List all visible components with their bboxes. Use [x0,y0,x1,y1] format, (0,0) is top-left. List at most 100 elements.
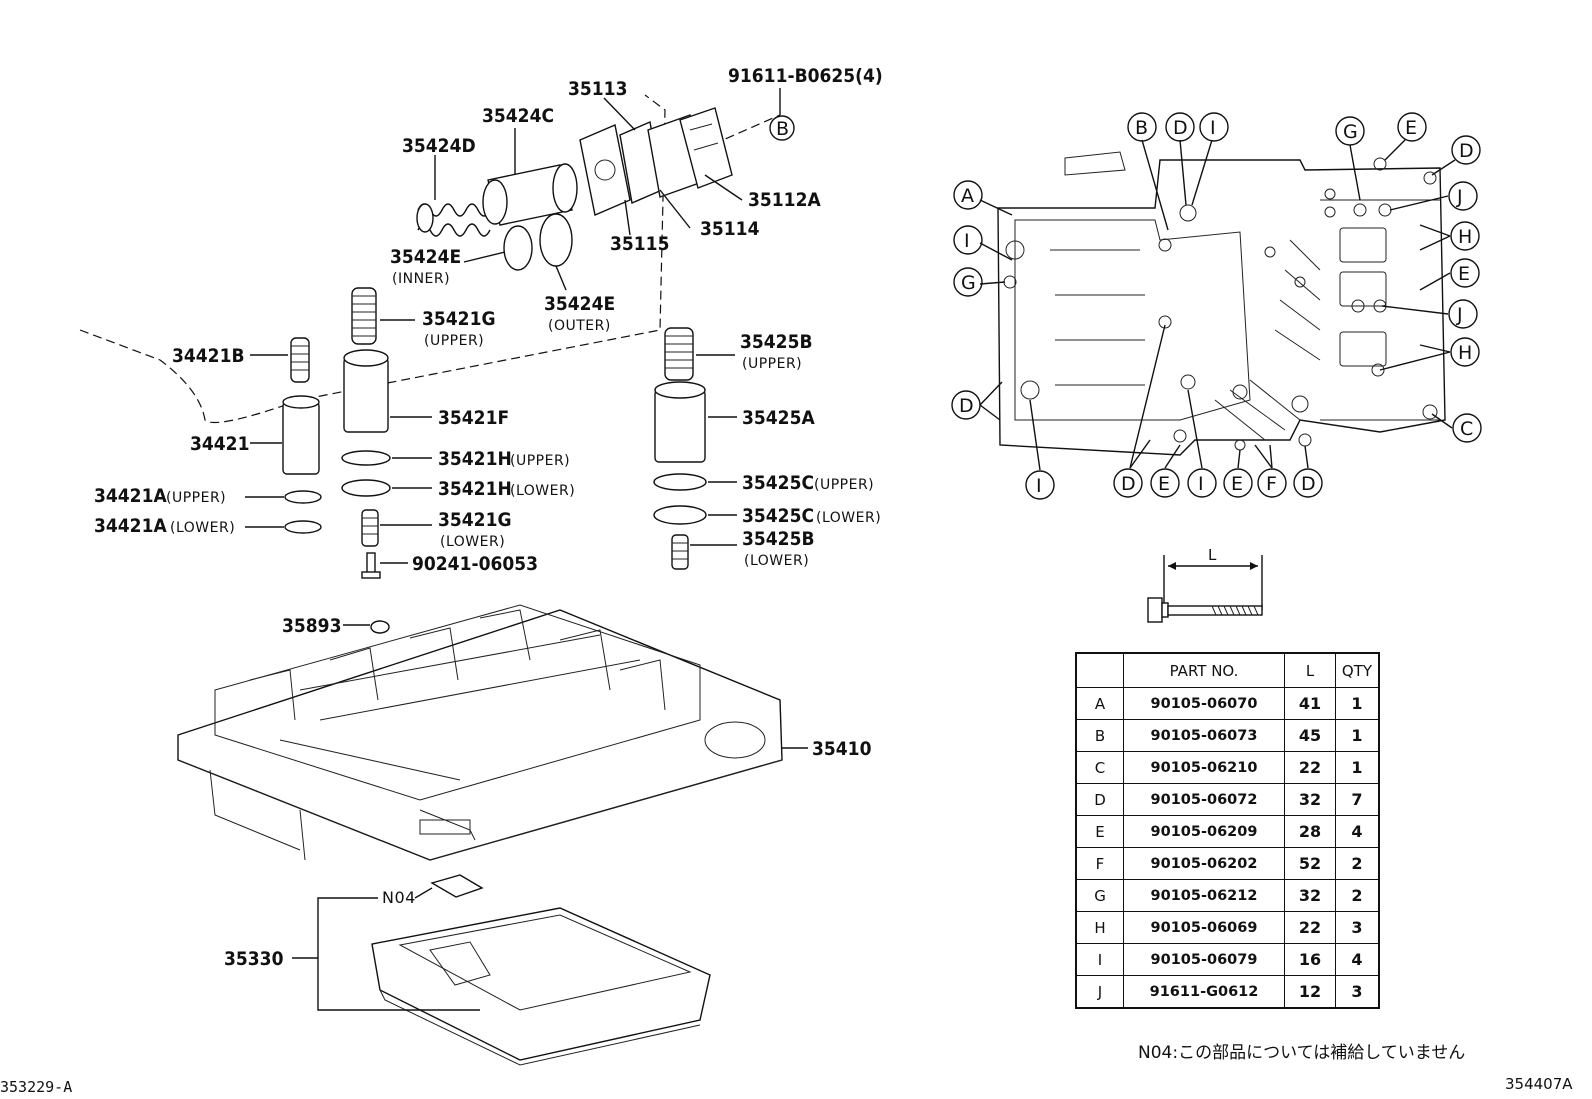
o-ring-35421h-upper [341,450,391,466]
label-35425c-upper: 35425C [742,472,814,494]
row-key: I [1075,943,1124,976]
label-35425a: 35425A [742,407,815,429]
svg-text:G: G [961,272,976,294]
row-qty: 2 [1335,847,1380,880]
label-35424e-outer-sub: (OUTER) [548,318,611,334]
label-34421a-upper: 34421A [94,485,167,507]
label-35425b-upper-sub: (UPPER) [742,356,802,372]
callout-right-col: J H E J H C [1448,181,1482,443]
label-35424c: 35424C [482,105,554,127]
row-qty: 4 [1335,943,1380,976]
header-qty: QTY [1335,652,1380,688]
bolt-90241-06053 [361,552,381,579]
header-key [1075,652,1124,688]
row-length: 52 [1284,847,1336,880]
row-part-no: 90105-06073 [1123,719,1285,752]
label-35425b-lower-sub: (LOWER) [744,553,809,569]
row-part-no: 91611-G0612 [1123,975,1285,1009]
label-35421g-lower: 35421G [438,509,512,531]
label-35424e-inner-sub: (INNER) [392,271,450,287]
label-35424d: 35424D [402,135,476,157]
label-35421h-upper: 35421H [438,448,512,470]
label-34421a-upper-sub: (UPPER) [166,490,226,506]
label-35425b-lower: 35425B [742,528,815,550]
sleeve-35425a [654,381,706,463]
label-35424e-outer: 35424E [544,293,615,315]
row-length: 41 [1284,687,1336,720]
bolt-dimension-sketch [1147,555,1263,623]
header-part-no: PART NO. [1123,652,1285,688]
label-35330: 35330 [224,948,284,970]
svg-text:I: I [1210,117,1216,139]
row-part-no: 90105-06209 [1123,815,1285,848]
svg-text:E: E [1158,473,1170,495]
valve-body-35410 [177,604,783,861]
label-35112a: 35112A [748,189,821,211]
svg-text:H: H [1458,226,1472,248]
o-ring-35424e-inner [503,225,533,271]
svg-text:D: D [1173,117,1188,139]
svg-text:A: A [961,185,974,207]
label-35410: 35410 [812,738,872,760]
svg-text:E: E [1231,473,1243,495]
row-length: 32 [1284,879,1336,912]
row-length: 28 [1284,815,1336,848]
svg-text:G: G [1343,121,1358,143]
svg-text:F: F [1266,473,1277,495]
svg-text:J: J [1456,186,1463,208]
row-qty: 7 [1335,783,1380,816]
plug-35893 [370,620,390,634]
svg-text:D: D [1459,140,1474,162]
plate-35113 [579,124,631,216]
row-key: C [1075,751,1124,784]
svg-text:D: D [959,395,974,417]
label-90241-06053: 90241-06053 [412,553,538,575]
label-34421a-lower-sub: (LOWER) [170,520,235,536]
row-length: 12 [1284,975,1336,1009]
row-part-no: 90105-06079 [1123,943,1285,976]
diagram-code-left: 353229-A [0,1078,73,1096]
row-key: E [1075,815,1124,848]
row-key: H [1075,911,1124,944]
label-35425b-upper: 35425B [740,331,813,353]
svg-text:E: E [1458,263,1470,285]
row-qty: 4 [1335,815,1380,848]
svg-text:D: D [1301,473,1316,495]
label-34421a-lower: 34421A [94,515,167,537]
spring-35421g-lower [361,509,379,547]
row-length: 16 [1284,943,1336,976]
row-qty: 1 [1335,719,1380,752]
spring-35425b-lower [671,534,689,570]
o-ring-34421a-upper [284,490,322,504]
label-35425c-upper-sub: (UPPER) [814,477,874,493]
label-35113: 35113 [568,78,627,100]
header-l: L [1284,652,1336,688]
svg-text:C: C [1460,418,1473,440]
spring-34421b [290,337,310,383]
sleeve-35421f [343,349,389,433]
svg-text:J: J [1456,304,1463,326]
row-part-no: 90105-06069 [1123,911,1285,944]
row-qty: 3 [1335,911,1380,944]
row-length: 45 [1284,719,1336,752]
row-key: A [1075,687,1124,720]
label-35421g-upper: 35421G [422,308,496,330]
row-part-no: 90105-06070 [1123,687,1285,720]
o-ring-35425c-lower [653,505,707,525]
label-35421h-lower: 35421H [438,478,512,500]
label-35893: 35893 [282,615,341,637]
sleeve-35424c [482,163,578,226]
label-91611-b0625: 91611-B0625(4) [728,65,883,87]
label-35421h-lower-sub: (LOWER) [510,483,575,499]
row-key: G [1075,879,1124,912]
label-n04: N04 [382,888,416,907]
